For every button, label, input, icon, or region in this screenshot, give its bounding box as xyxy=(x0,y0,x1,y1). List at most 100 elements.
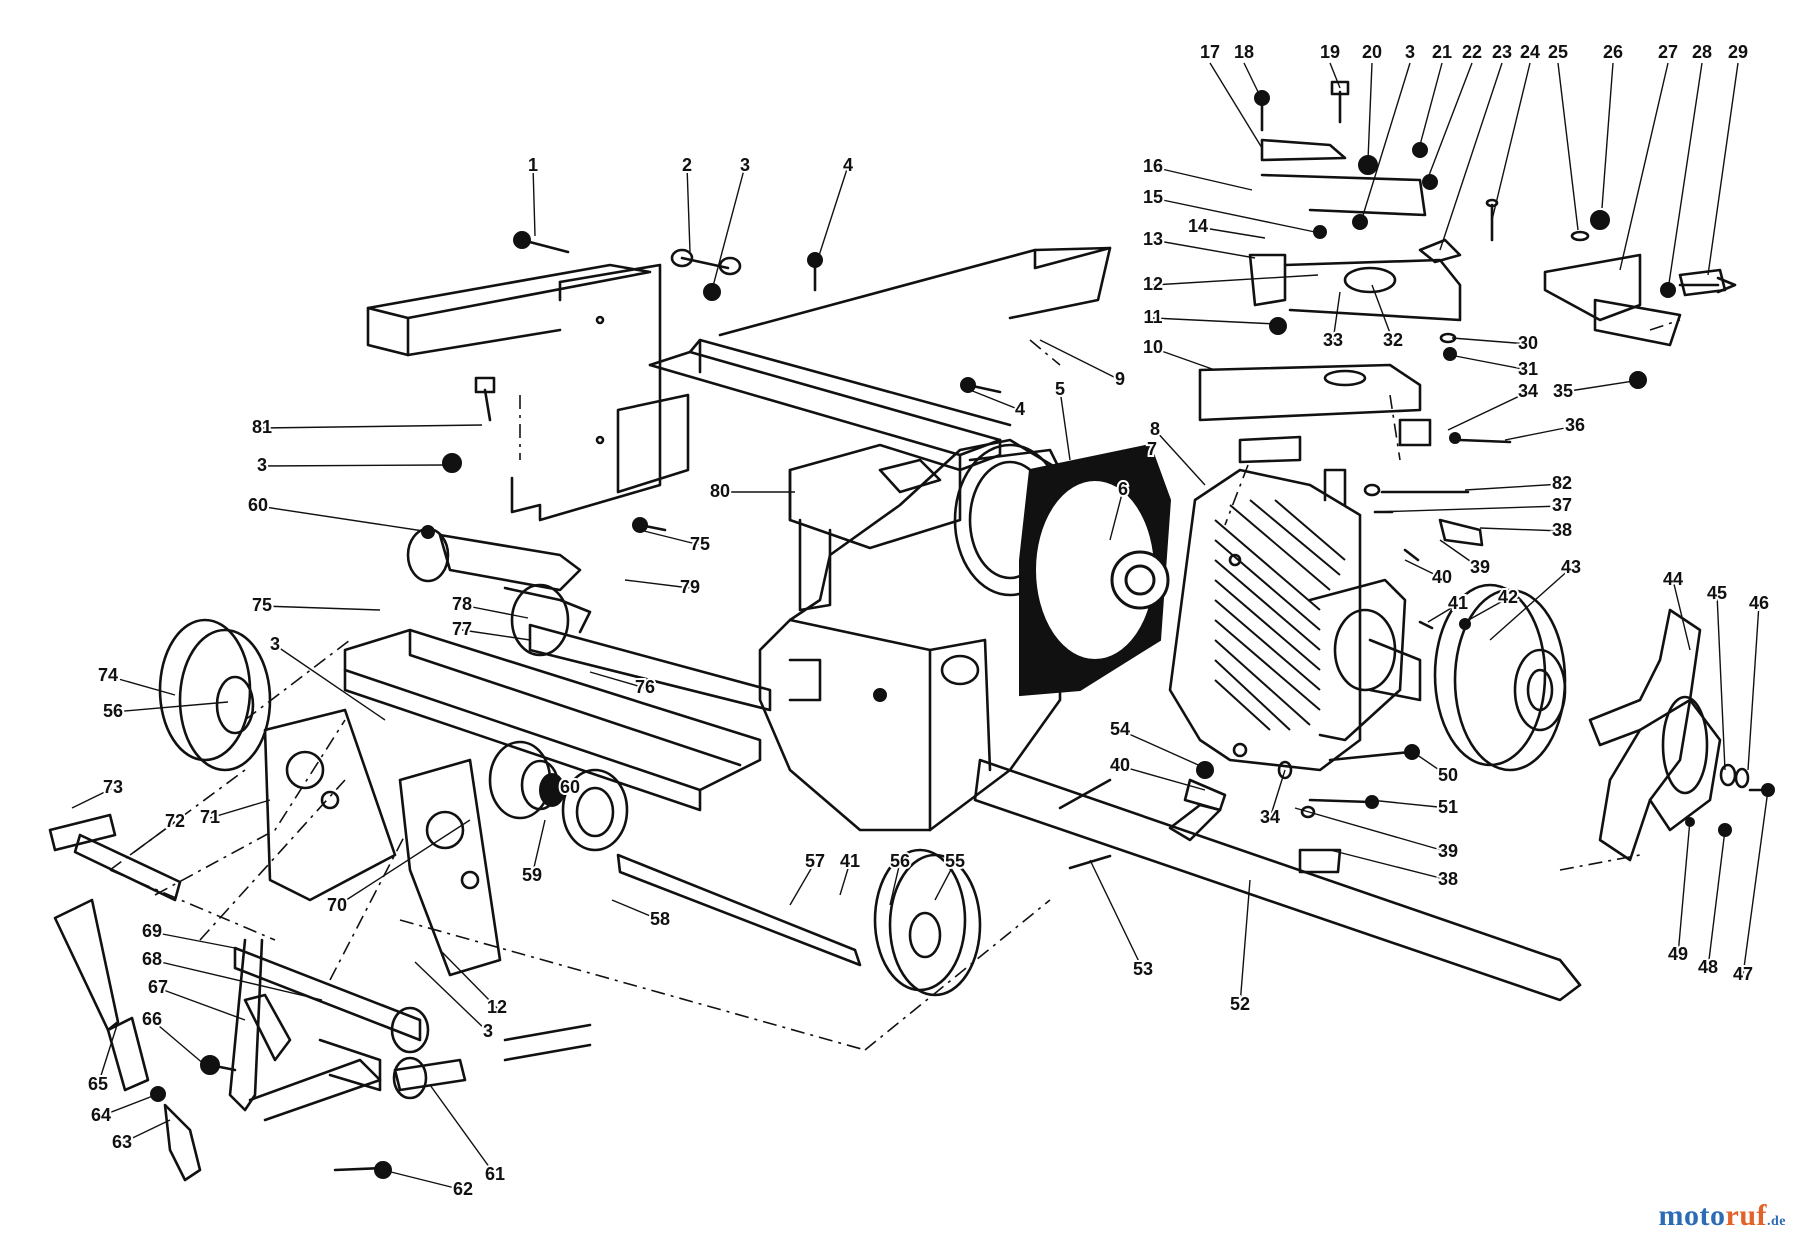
leader-line-c29 xyxy=(1707,62,1739,276)
callout-c3d: 3 xyxy=(270,634,280,654)
shaft-72 xyxy=(48,813,182,902)
callout-c44: 44 xyxy=(1663,569,1683,589)
leader-line-c63 xyxy=(121,1119,171,1144)
callout-c55: 55 xyxy=(945,851,965,871)
callout-c40b: 40 xyxy=(1110,755,1130,775)
leader-line-c23 xyxy=(1439,62,1503,251)
leader-line-c1 xyxy=(532,165,536,237)
callout-c73: 73 xyxy=(103,777,123,797)
leader-line-c70 xyxy=(336,819,471,907)
leader-line-c11 xyxy=(1152,317,1277,325)
frame-rail-lower xyxy=(343,628,762,812)
callout-c12a: 12 xyxy=(1143,274,1163,294)
leader-line-c74 xyxy=(107,675,176,696)
leader-line-c58 xyxy=(611,899,661,921)
callout-c2: 2 xyxy=(682,155,692,175)
leader-line-c52 xyxy=(1239,879,1251,1006)
callout-c38b: 38 xyxy=(1438,869,1458,889)
leader-line-c19 xyxy=(1329,62,1341,89)
leader-line-c68 xyxy=(151,959,323,1001)
leader-line-c51 xyxy=(1369,799,1449,809)
leader-line-c32 xyxy=(1371,284,1394,342)
leader-line-c54 xyxy=(1119,729,1206,769)
leader-line-c2 xyxy=(686,165,691,253)
callout-c12b: 12 xyxy=(487,997,507,1017)
leader-line-c20 xyxy=(1367,62,1373,161)
pump-body xyxy=(1168,468,1422,772)
leader-line-c4b xyxy=(969,389,1021,411)
callout-c82: 82 xyxy=(1552,473,1572,493)
leader-line-c3c xyxy=(414,961,489,1033)
callout-c9: 9 xyxy=(1115,369,1125,389)
leader-line-c37 xyxy=(1374,505,1563,513)
leader-line-c7 xyxy=(1139,449,1153,481)
leader-line-c5 xyxy=(1059,389,1071,461)
callout-c79: 79 xyxy=(680,577,700,597)
leader-line-c21 xyxy=(1419,62,1443,146)
watermark-part-3: .de xyxy=(1767,1214,1786,1229)
leader-line-c30 xyxy=(1451,337,1529,345)
callout-c77: 77 xyxy=(452,619,472,639)
callout-c35: 35 xyxy=(1553,381,1573,401)
callout-c51: 51 xyxy=(1438,797,1458,817)
leader-line-c34b xyxy=(1269,769,1286,819)
leader-line-c15 xyxy=(1152,197,1316,233)
leader-line-c8 xyxy=(1154,429,1206,486)
callout-leaders xyxy=(71,62,1769,1191)
callout-c40a: 40 xyxy=(1432,567,1452,587)
callout-c60b: 60 xyxy=(248,495,268,515)
leader-line-c81 xyxy=(261,424,483,429)
leader-line-c41b xyxy=(839,861,851,896)
callout-c68: 68 xyxy=(142,949,162,969)
leader-line-c42 xyxy=(1464,597,1509,623)
callout-c10: 10 xyxy=(1143,337,1163,357)
callout-c42: 42 xyxy=(1498,587,1518,607)
leader-line-c78 xyxy=(461,604,529,619)
control-bracket-upper-right xyxy=(1198,138,1727,464)
callout-c31: 31 xyxy=(1518,359,1538,379)
leader-line-c44 xyxy=(1672,579,1691,651)
leader-line-c48 xyxy=(1707,829,1726,969)
pulley-74 xyxy=(158,618,272,772)
pulley-55 xyxy=(873,848,982,997)
watermark-part-2: ruf xyxy=(1725,1199,1767,1232)
bearing-set-59-60 xyxy=(488,740,629,852)
callout-c41a: 41 xyxy=(1448,593,1468,613)
leader-line-c14 xyxy=(1197,226,1266,239)
callout-c61: 61 xyxy=(485,1164,505,1184)
callout-c75b: 75 xyxy=(690,534,710,554)
callout-c15: 15 xyxy=(1143,187,1163,207)
callout-c80: 80 xyxy=(710,481,730,501)
callout-c29: 29 xyxy=(1728,42,1748,62)
callout-c58: 58 xyxy=(650,909,670,929)
leader-line-c61 xyxy=(429,1084,496,1176)
callout-c16: 16 xyxy=(1143,156,1163,176)
leader-line-c41a xyxy=(1427,603,1459,623)
leader-line-c36 xyxy=(1504,425,1576,441)
leader-line-c66 xyxy=(151,1019,206,1066)
leader-line-c22 xyxy=(1427,62,1473,179)
callout-c45: 45 xyxy=(1707,583,1727,603)
callout-c39a: 39 xyxy=(1470,557,1490,577)
leader-line-c12a xyxy=(1152,274,1319,286)
leader-line-c72 xyxy=(129,821,176,856)
bracket-80 xyxy=(788,443,962,612)
leader-line-c39b xyxy=(1294,807,1449,853)
callout-c4b: 4 xyxy=(1015,399,1025,419)
leader-line-c67 xyxy=(157,987,246,1021)
callout-c13: 13 xyxy=(1143,229,1163,249)
leader-line-c55 xyxy=(934,861,956,901)
callout-c37: 37 xyxy=(1552,495,1572,515)
leader-line-c12b xyxy=(439,949,498,1009)
callout-c7: 7 xyxy=(1147,439,1157,459)
watermark-logo: motoruf.de xyxy=(1659,1199,1786,1233)
leader-line-c13 xyxy=(1152,239,1256,259)
leader-line-c40a xyxy=(1404,559,1443,579)
callout-c28: 28 xyxy=(1692,42,1712,62)
callout-c50: 50 xyxy=(1438,765,1458,785)
callout-c64: 64 xyxy=(91,1105,111,1125)
side-plate-70 xyxy=(398,758,502,977)
callout-c14: 14 xyxy=(1188,216,1208,236)
leader-line-c73 xyxy=(71,787,114,809)
